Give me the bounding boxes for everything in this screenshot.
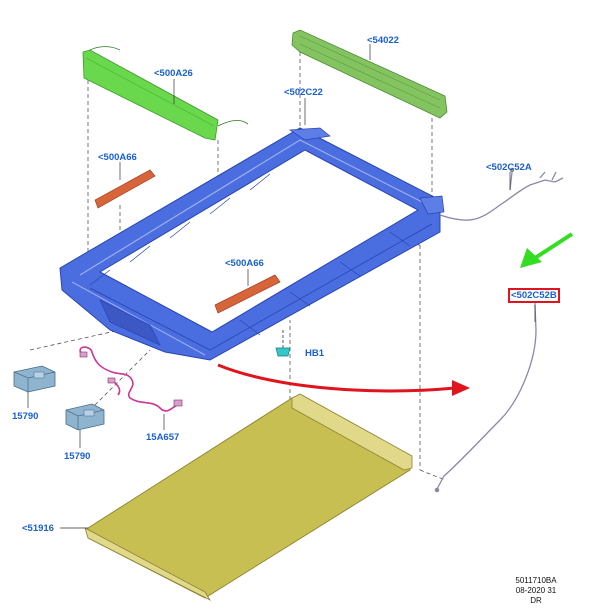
label-hb1: HB1 (305, 348, 325, 359)
label-502c52b-highlighted: <502C52B (508, 288, 560, 303)
label-15790-lower: 15790 (64, 451, 91, 462)
reference-code: 5011710BA (515, 576, 557, 585)
label-500a66-upper: <500A66 (98, 152, 137, 163)
label-500a26: <500A26 (154, 68, 193, 79)
green-pointer-arrow (520, 232, 574, 268)
label-502c52a: <502C52A (486, 162, 532, 173)
seal-strip-lower (214, 274, 281, 314)
reference-initials: DR (530, 596, 542, 605)
label-54022: <54022 (367, 35, 399, 46)
front-panel-part (82, 46, 249, 141)
motor-lower (65, 403, 105, 431)
motor-upper (13, 365, 56, 393)
reference-block: 5011710BA 08-2020 31 DR (508, 576, 564, 606)
label-51916: <51916 (22, 523, 54, 534)
label-15a657: 15A657 (146, 432, 180, 443)
seal-strip-upper (94, 169, 156, 209)
label-15790-upper: 15790 (12, 411, 39, 422)
label-502c22: <502C22 (284, 87, 323, 98)
sunroof-frame-part (59, 127, 445, 361)
drain-tube-a (439, 167, 564, 221)
red-pointer-arrow (217, 363, 470, 396)
label-500a66-lower: <500A66 (225, 258, 264, 269)
drain-tube-b (434, 304, 537, 493)
hb1-connector (275, 330, 291, 357)
reference-date: 08-2020 31 (515, 586, 557, 595)
air-deflector-part (291, 29, 448, 119)
wiring-harness (79, 346, 183, 412)
label-leaders (27, 44, 536, 529)
sunshade-part (84, 393, 413, 602)
